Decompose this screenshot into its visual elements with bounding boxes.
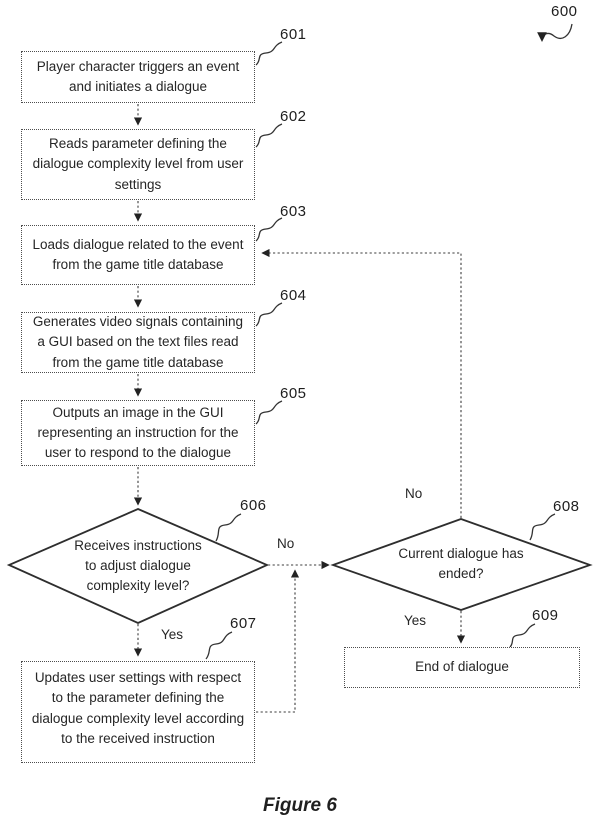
ref-label-601: 601 [280,26,307,43]
leadline-602 [255,123,283,148]
ref-label-608: 608 [553,498,580,515]
leadline-604 [255,302,283,327]
flow-box-605: Outputs an image in the GUI representing… [21,400,255,466]
leadline-609 [509,623,536,648]
flow-box-602: Reads parameter defining the dialogue co… [21,129,255,200]
label-no-606: No [277,536,295,551]
ref-label-602: 602 [280,108,307,125]
label-yes-606: Yes [161,627,184,642]
flow-box-603-text: Loads dialogue related to the event from… [32,236,244,272]
leadline-603 [255,217,283,242]
flow-box-607-text: Updates user settings with respect to th… [31,670,245,746]
label-no-608: No [405,486,423,501]
ref-label-600: 600 [551,3,578,20]
arrow-607-merge [256,569,300,713]
leadline-608 [529,513,556,541]
ref-label-609: 609 [532,607,559,624]
label-yes-608: Yes [404,613,427,628]
leadline-601 [255,41,283,66]
flow-box-601-text: Player character triggers an event and i… [36,58,240,94]
ref-label-604: 604 [280,287,307,304]
flow-box-604-text: Generates video signals containing a GUI… [32,314,244,370]
flow-box-605-text: Outputs an image in the GUI representing… [37,404,239,461]
leadline-600 [537,23,573,42]
leadline-607 [205,631,233,660]
ref-label-603: 603 [280,203,307,220]
ref-label-605: 605 [280,385,307,402]
flow-box-601: Player character triggers an event and i… [21,51,255,103]
leadline-605 [255,400,283,425]
flow-box-602-text: Reads parameter defining the dialogue co… [32,136,244,192]
decision-608-text: Current dialogue has ended? [398,546,524,581]
figure-caption: Figure 6 [263,795,337,816]
flow-box-609-text: End of dialogue [415,659,509,675]
flow-box-609: End of dialogue [344,647,580,688]
decision-606-text: Receives instructions to adjust dialogue… [74,538,202,593]
flow-box-603: Loads dialogue related to the event from… [21,225,255,285]
ref-label-607: 607 [230,615,257,632]
flow-box-607: Updates user settings with respect to th… [21,661,255,763]
flow-box-604: Generates video signals containing a GUI… [21,312,255,373]
ref-label-606: 606 [240,497,267,514]
